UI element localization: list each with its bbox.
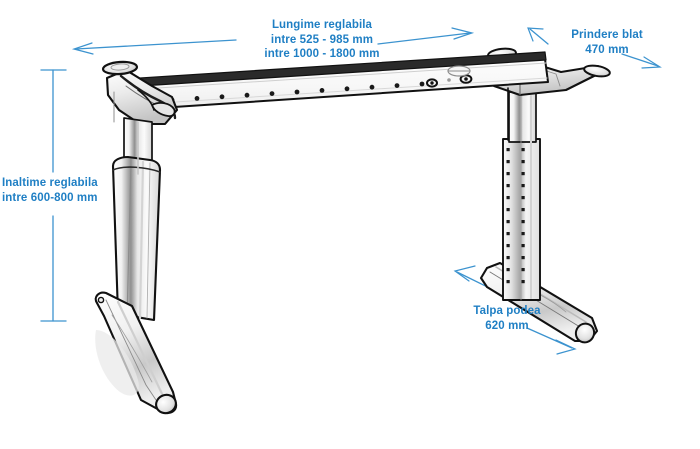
annotation-length-line3: intre 1000 - 1800 mm (264, 48, 380, 61)
annotation-top-mount: Prindere blat 470 mm (552, 28, 662, 57)
annotation-foot-line1: Talpa podea (473, 305, 541, 317)
top-mount-left-arrow (527, 27, 549, 45)
annotation-height-line1: Inaltime reglabila (2, 177, 98, 189)
frame-illustration (94, 47, 611, 415)
left-leg-column (111, 117, 162, 322)
right-column-hole-row-left (506, 148, 510, 284)
annotation-height: Inaltime reglabila intre 600-800 mm (2, 176, 122, 205)
right-leg-column (502, 91, 541, 301)
left-top-bracket (101, 60, 179, 126)
annotation-length-line2: intre 525 - 985 mm (270, 33, 374, 46)
left-foot (94, 291, 178, 415)
height-dimension-line (40, 69, 67, 322)
annotation-top-mount-line1: Prindere blat (571, 29, 643, 41)
annotation-foot: Talpa podea 620 mm (452, 304, 562, 333)
length-dimension-right-arrow (377, 27, 475, 45)
top-beam (123, 51, 549, 111)
length-dimension-left-arrow (71, 39, 237, 55)
right-column-hole-row-right (521, 148, 525, 284)
annotation-length: Lungime reglabila intre 525 - 985 mm int… (232, 18, 412, 62)
annotation-top-mount-line2: 470 mm (585, 43, 629, 56)
beam-hole-row (169, 81, 425, 103)
annotation-foot-line2: 620 mm (485, 319, 529, 332)
foot-lower-arrow (526, 327, 577, 355)
top-mount-right-arrow (621, 53, 662, 69)
annotation-length-line1: Lungime reglabila (271, 19, 373, 31)
annotation-height-line2: intre 600-800 mm (2, 191, 98, 204)
